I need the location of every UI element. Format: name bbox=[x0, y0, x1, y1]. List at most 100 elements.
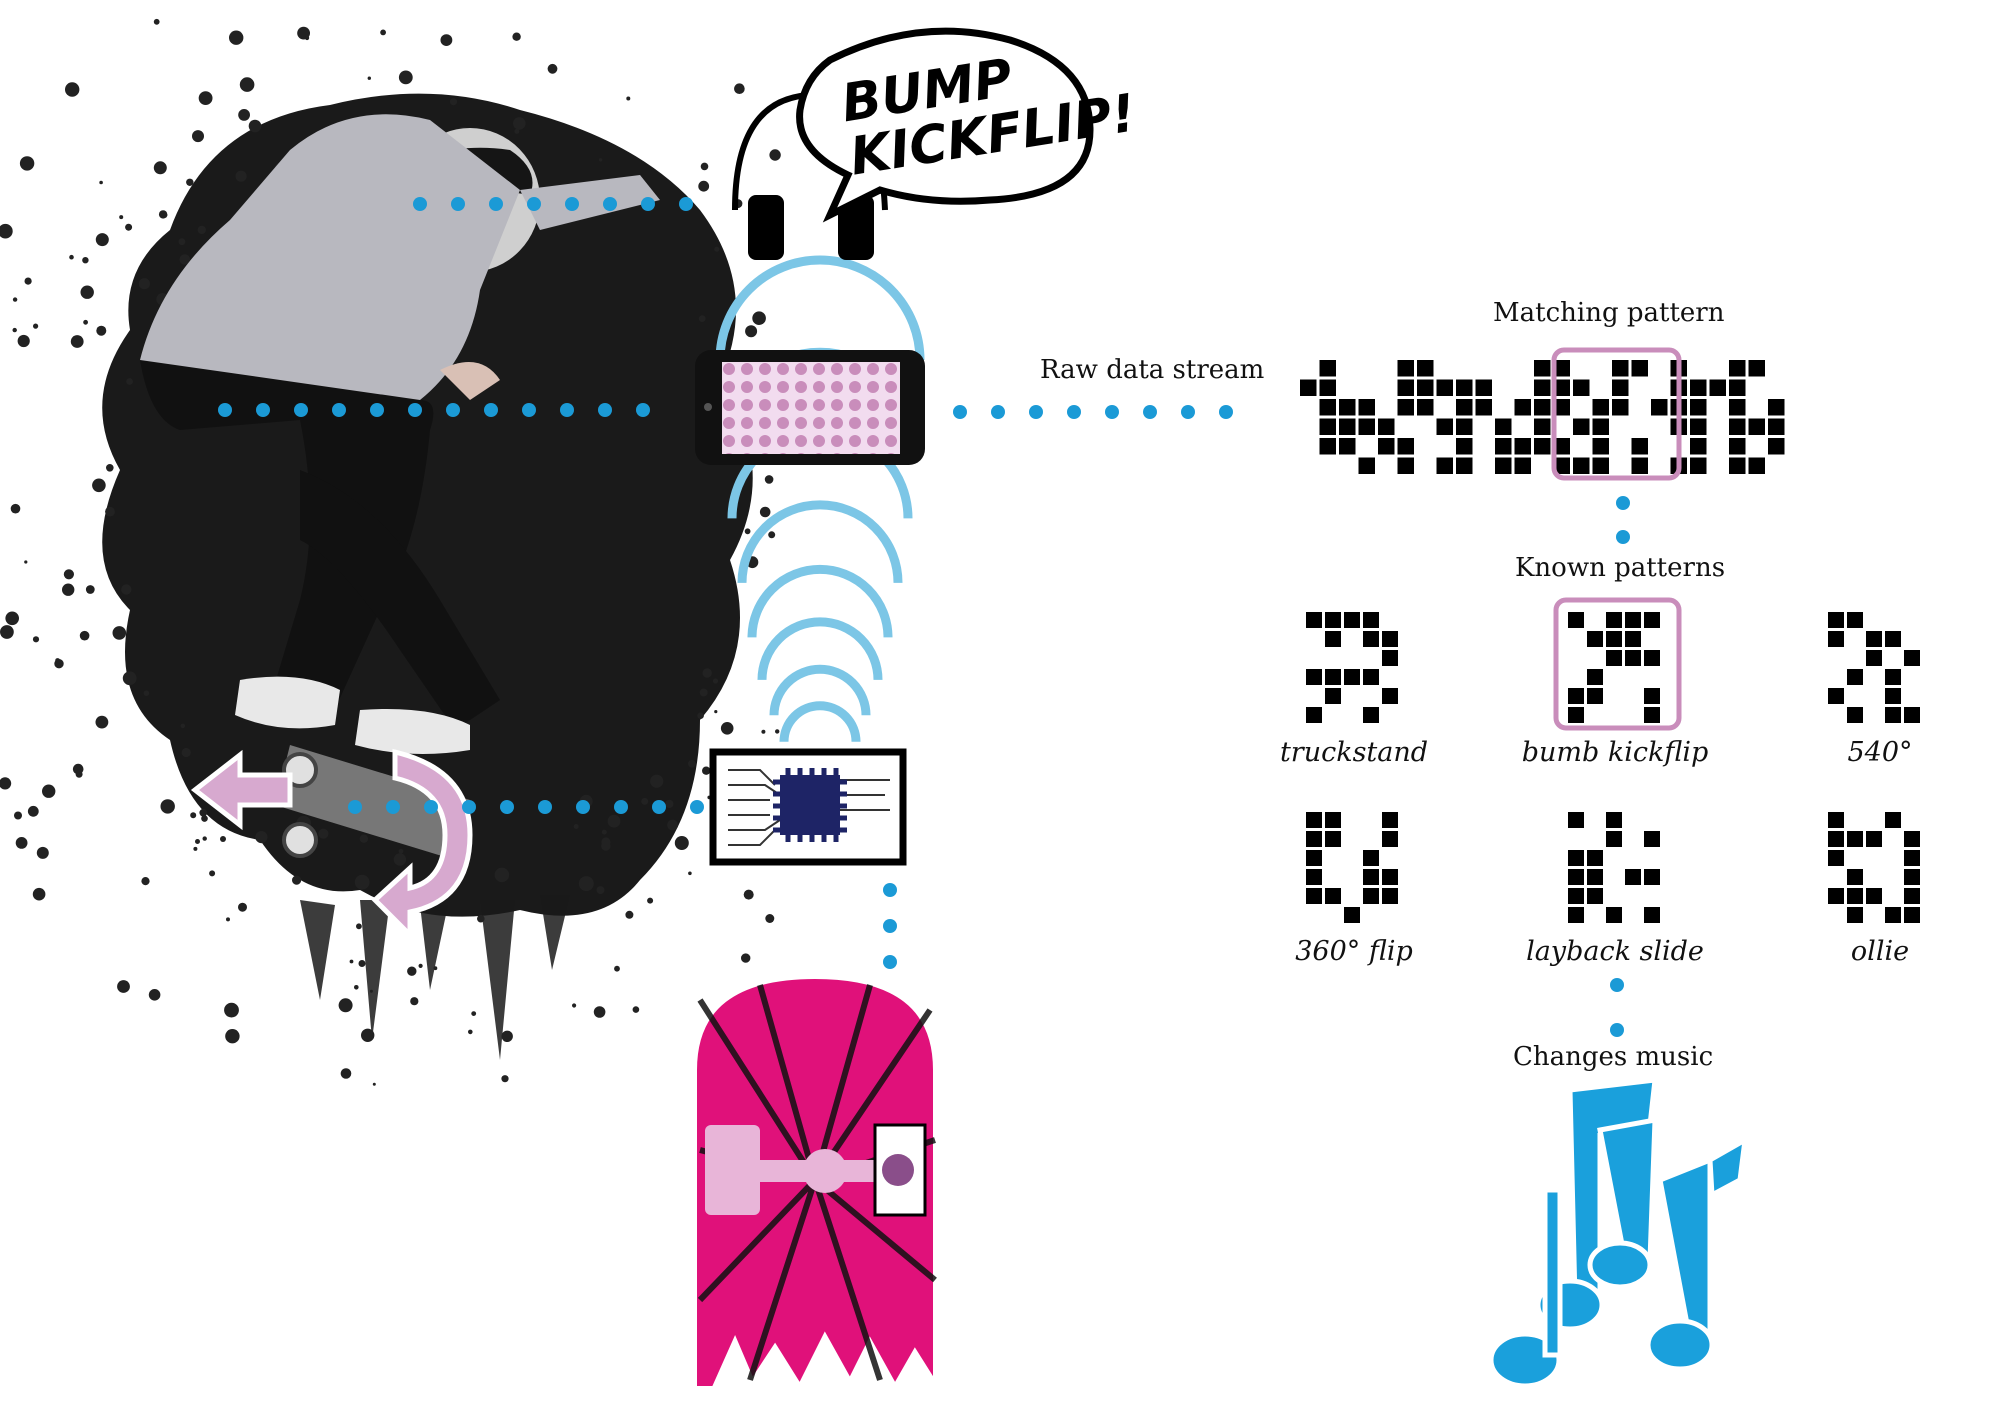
raw-stream-cell bbox=[1690, 379, 1707, 396]
ink-speck bbox=[764, 475, 774, 484]
known-pattern-cell bbox=[1325, 812, 1341, 828]
raw-stream-cell bbox=[1748, 360, 1765, 377]
ink-speck bbox=[122, 671, 137, 686]
known-pattern-cell bbox=[1325, 612, 1341, 628]
ink-speck bbox=[24, 560, 28, 564]
connector-dot bbox=[1616, 496, 1630, 510]
raw-stream-cell bbox=[1553, 379, 1570, 396]
known-pattern-cell bbox=[1568, 688, 1584, 704]
ink-speck bbox=[180, 723, 186, 729]
known-pattern-cell bbox=[1904, 650, 1920, 666]
ink-speck bbox=[607, 814, 621, 828]
connector-dot bbox=[489, 197, 503, 211]
ink-speck bbox=[714, 710, 718, 714]
known-pattern-cell bbox=[1904, 707, 1920, 723]
raw-stream-cell bbox=[1397, 360, 1414, 377]
ink-speck bbox=[61, 583, 75, 596]
ink-speck bbox=[702, 668, 712, 678]
known-pattern-cell bbox=[1904, 850, 1920, 866]
raw-stream-cell bbox=[1729, 418, 1746, 435]
known-pattern-cell bbox=[1904, 831, 1920, 847]
known-pattern-cell bbox=[1625, 650, 1641, 666]
ink-speck bbox=[407, 966, 417, 976]
ink-speck bbox=[354, 985, 359, 990]
raw-stream-cell bbox=[1436, 418, 1453, 435]
known-pattern-cell bbox=[1382, 631, 1398, 647]
connector-dot bbox=[294, 403, 308, 417]
raw-stream-cell bbox=[1592, 457, 1609, 474]
ink-speck bbox=[601, 829, 607, 835]
raw-stream-cell bbox=[1456, 418, 1473, 435]
ink-speck bbox=[440, 34, 453, 46]
phone-icon[interactable] bbox=[695, 350, 925, 465]
raw-stream-cell bbox=[1436, 457, 1453, 474]
raw-stream-cell bbox=[1573, 457, 1590, 474]
connector-dot bbox=[652, 800, 666, 814]
known-pattern-cell bbox=[1828, 850, 1844, 866]
connector-dot bbox=[641, 197, 655, 211]
raw-stream-cell bbox=[1729, 457, 1746, 474]
connector-dot bbox=[413, 197, 427, 211]
raw-stream-cell bbox=[1495, 438, 1512, 455]
connector-dot bbox=[1610, 1023, 1624, 1037]
music-notes-icon bbox=[1488, 1077, 1749, 1389]
raw-stream-cell bbox=[1573, 418, 1590, 435]
ink-speck bbox=[369, 989, 373, 993]
ink-speck bbox=[340, 1068, 352, 1079]
known-pattern-cell bbox=[1568, 612, 1584, 628]
ink-speck bbox=[10, 503, 21, 514]
ink-speck bbox=[572, 1003, 577, 1008]
ink-speck bbox=[178, 238, 186, 246]
raw-stream-cell bbox=[1514, 457, 1531, 474]
known-pattern-cell bbox=[1306, 669, 1322, 685]
connector-dot bbox=[614, 800, 628, 814]
connector-dot bbox=[1105, 405, 1119, 419]
sensor-chip-icon[interactable] bbox=[709, 748, 907, 866]
ink-speck bbox=[745, 325, 758, 338]
ink-speck bbox=[12, 327, 17, 333]
skateboard-deck-icon bbox=[689, 970, 941, 1404]
known-pattern-cell bbox=[1866, 631, 1882, 647]
known-pattern-cell bbox=[1344, 907, 1360, 923]
pattern-label-360-flip: 360° flip bbox=[1295, 936, 1413, 967]
connector-dot bbox=[1029, 405, 1043, 419]
connector-dot bbox=[332, 403, 346, 417]
ink-speck bbox=[338, 998, 353, 1013]
known-patterns-grid bbox=[1306, 612, 1920, 923]
raw-stream-cell bbox=[1729, 399, 1746, 416]
connector-dot bbox=[1067, 405, 1081, 419]
connector-dot bbox=[446, 403, 460, 417]
ink-speck bbox=[126, 378, 133, 385]
ink-speck bbox=[358, 960, 366, 967]
known-pattern-cell bbox=[1587, 850, 1603, 866]
raw-stream-cell bbox=[1768, 418, 1785, 435]
ink-speck bbox=[471, 1011, 477, 1016]
raw-stream-cell bbox=[1456, 457, 1473, 474]
raw-stream-cell bbox=[1319, 360, 1336, 377]
ink-speck bbox=[153, 161, 167, 175]
known-pattern-cell bbox=[1363, 631, 1379, 647]
known-pattern-cell bbox=[1625, 869, 1641, 885]
ink-speck bbox=[573, 824, 579, 829]
known-pattern-cell bbox=[1644, 650, 1660, 666]
ink-speck bbox=[372, 1082, 376, 1086]
raw-stream-cell bbox=[1768, 399, 1785, 416]
connector-dot bbox=[565, 197, 579, 211]
connector-dot bbox=[1616, 530, 1630, 544]
raw-stream-cell bbox=[1573, 379, 1590, 396]
known-pattern-cell bbox=[1828, 631, 1844, 647]
known-pattern-cell bbox=[1885, 631, 1901, 647]
ink-speck bbox=[734, 83, 745, 94]
ink-speck bbox=[14, 811, 22, 820]
known-pattern-cell bbox=[1828, 612, 1844, 628]
raw-stream-cell bbox=[1553, 360, 1570, 377]
ink-speck bbox=[55, 658, 60, 663]
ink-speck bbox=[697, 712, 704, 719]
known-pattern-cell bbox=[1644, 612, 1660, 628]
known-pattern-cell bbox=[1363, 707, 1379, 723]
ink-speck bbox=[626, 96, 631, 101]
ink-speck bbox=[433, 966, 438, 971]
ink-speck bbox=[494, 867, 510, 883]
wave-arc bbox=[779, 701, 861, 743]
raw-stream-cell bbox=[1612, 379, 1629, 396]
